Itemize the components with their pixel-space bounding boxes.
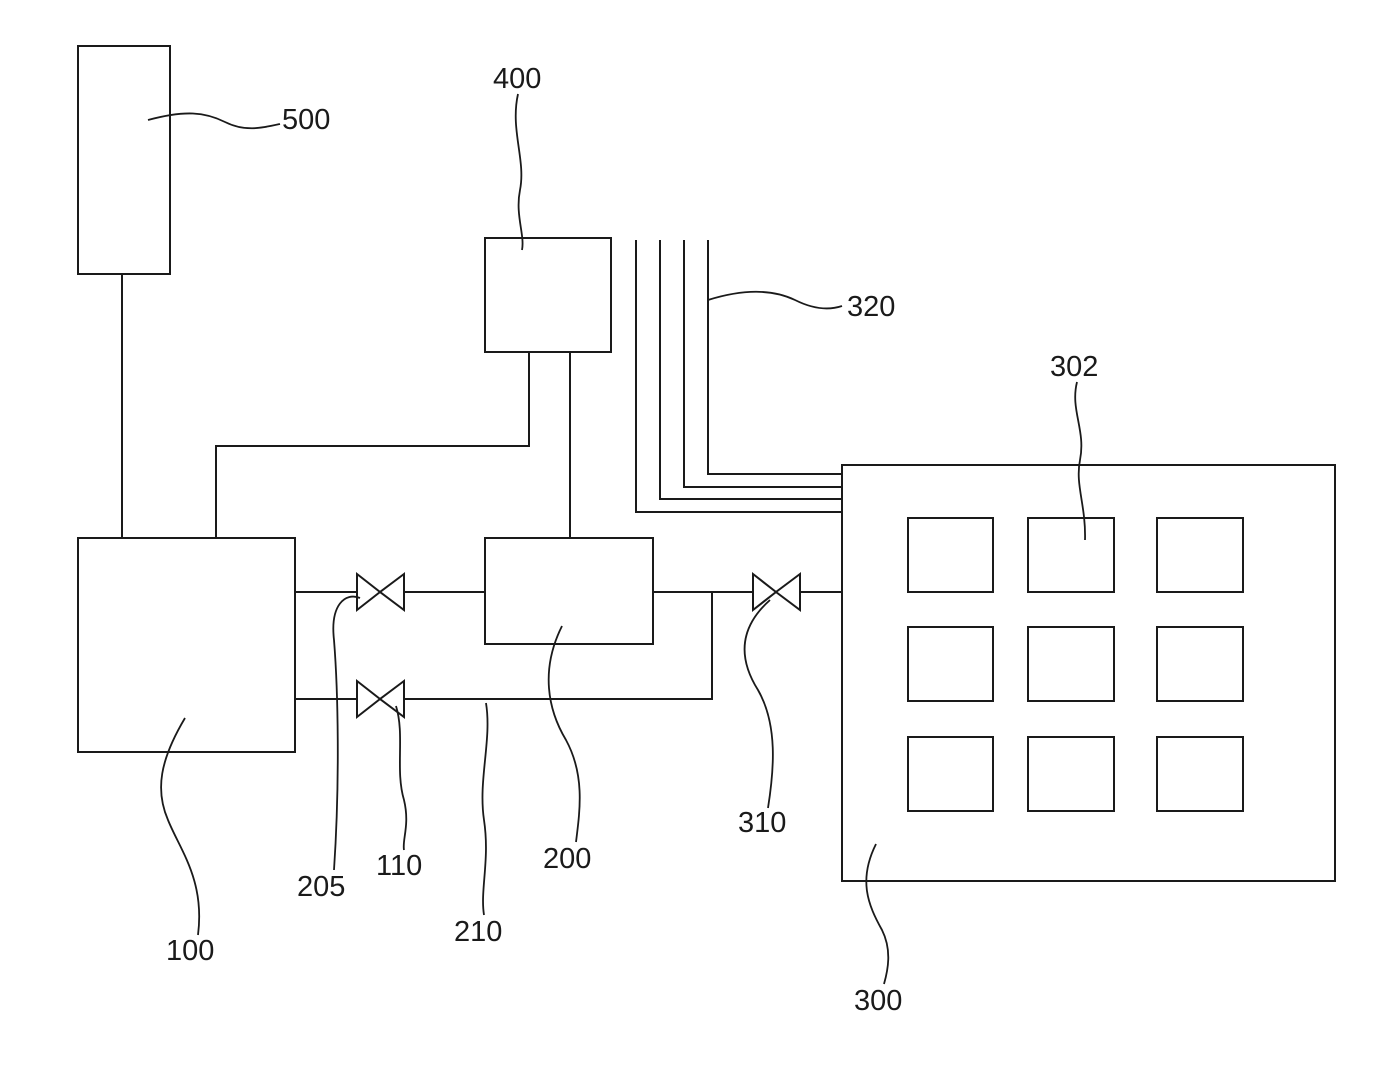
label-400: 400 <box>493 63 541 95</box>
sub-unit <box>908 518 993 592</box>
label-302: 302 <box>1050 351 1098 383</box>
component-500-box <box>78 46 170 274</box>
leader-210 <box>482 703 487 915</box>
sub-unit <box>1028 737 1114 811</box>
leader-200 <box>549 626 580 842</box>
label-210: 210 <box>454 916 502 948</box>
leader-110 <box>396 706 406 850</box>
bundle-line <box>708 240 842 474</box>
leader-400 <box>516 94 523 250</box>
sub-unit <box>908 737 993 811</box>
label-205: 205 <box>297 871 345 903</box>
bundle-line <box>660 240 842 499</box>
label-320: 320 <box>847 291 895 323</box>
valve-205-icon <box>357 574 404 610</box>
label-200: 200 <box>543 843 591 875</box>
bundle-line <box>636 240 842 512</box>
sub-unit <box>1157 737 1243 811</box>
label-500: 500 <box>282 104 330 136</box>
valve-310-icon <box>753 574 800 610</box>
leader-205 <box>333 597 360 870</box>
line-100-to-400 <box>216 352 529 538</box>
sub-unit-302 <box>1028 518 1114 592</box>
leader-310 <box>745 600 773 808</box>
label-300: 300 <box>854 985 902 1017</box>
leader-320 <box>708 292 842 309</box>
component-100-box <box>78 538 295 752</box>
label-110: 110 <box>376 850 422 882</box>
component-400-box <box>485 238 611 352</box>
label-310: 310 <box>738 807 786 839</box>
sub-unit <box>1028 627 1114 701</box>
sub-unit <box>1157 627 1243 701</box>
line-bundle-320 <box>636 240 842 512</box>
sub-unit <box>908 627 993 701</box>
sub-unit <box>1157 518 1243 592</box>
sub-unit-grid <box>908 518 1243 811</box>
component-200-box <box>485 538 653 644</box>
label-100: 100 <box>166 935 214 967</box>
